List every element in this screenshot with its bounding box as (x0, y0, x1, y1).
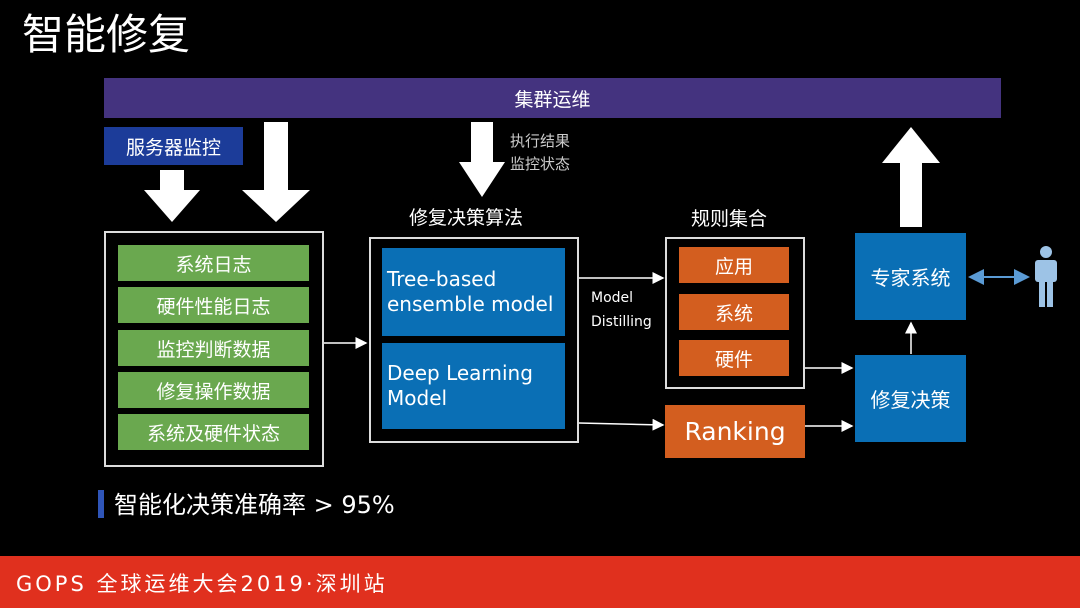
ranking-box: Ranking (665, 405, 805, 458)
arrow-algo-to-ranking (578, 418, 665, 431)
down-arrow-cluster (242, 122, 310, 222)
up-arrow-expert (882, 127, 940, 227)
deep-learning-box: Deep Learning Model (382, 343, 565, 429)
data-source-item: 修复操作数据 (118, 372, 309, 408)
rule-item: 应用 (679, 247, 789, 283)
exec-result-label: 执行结果 监控状态 (510, 130, 570, 176)
down-arrow-server (144, 170, 200, 222)
rule-item: 系统 (679, 294, 789, 330)
algorithm-frame (369, 237, 579, 443)
rules-label: 规则集合 (691, 208, 768, 230)
accuracy-text: 智能化决策准确率 > 95% (114, 491, 395, 519)
cluster-ops-bar: 集群运维 (104, 78, 1001, 118)
distilling-line: Distilling (591, 314, 652, 330)
data-source-item: 系统及硬件状态 (118, 414, 309, 450)
rule-item: 硬件 (679, 340, 789, 376)
server-monitor-box: 服务器监控 (104, 127, 243, 165)
algorithm-label: 修复决策算法 (409, 207, 524, 229)
data-sources-frame (104, 231, 324, 467)
exec-result-line: 执行结果 (510, 132, 571, 150)
bullet-marker (98, 490, 104, 518)
distilling-line: Model (591, 290, 634, 306)
person-icon (1035, 246, 1057, 307)
data-source-item: 系统日志 (118, 245, 309, 281)
down-arrow-exec (459, 122, 505, 197)
repair-decision-box: 修复决策 (855, 355, 966, 442)
tree-model-box: Tree-based ensemble model (382, 248, 565, 336)
footer-bar: GOPS 全球运维大会2019·深圳站 (0, 556, 1080, 608)
page-title: 智能修复 (22, 10, 191, 59)
data-source-item: 监控判断数据 (118, 330, 309, 366)
footer-text: GOPS 全球运维大会2019·深圳站 (16, 572, 388, 596)
monitor-state-line: 监控状态 (510, 155, 571, 173)
data-source-item: 硬件性能日志 (118, 287, 309, 323)
expert-system-box: 专家系统 (855, 233, 966, 320)
model-distilling-label: Model Distilling (591, 286, 652, 334)
rules-frame (665, 237, 805, 389)
